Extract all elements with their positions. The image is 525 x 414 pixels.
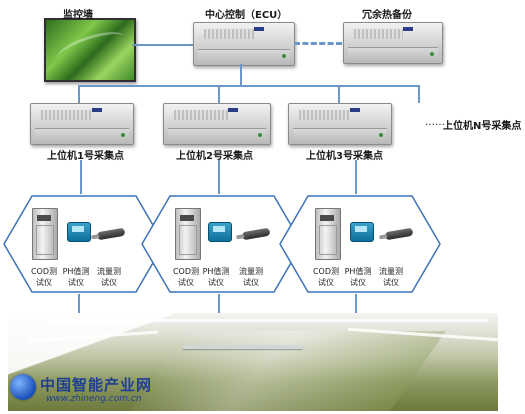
collectorN-label: 上位机N号采集点 — [443, 121, 522, 132]
link-c3-hex — [355, 160, 357, 194]
monitor-wall-image — [44, 18, 136, 82]
ph-label-1: PH值测 试仪 — [62, 267, 90, 287]
link-bus-c3 — [338, 85, 340, 103]
monitor-wall-label: 监控墙 — [63, 10, 93, 21]
backup-label: 冗余热备份 — [362, 10, 412, 21]
cod-analyzer-3 — [315, 208, 341, 260]
ph-meter-2 — [208, 222, 232, 242]
cod-analyzer-2 — [175, 208, 201, 260]
collector3-server — [288, 103, 392, 145]
link-c2-hex — [218, 160, 220, 194]
link-bus-c1 — [78, 85, 80, 103]
water-channel-photo — [8, 313, 498, 411]
flow-label-1: 流量测 试仪 — [97, 267, 121, 287]
link-c1-hex — [80, 160, 82, 194]
collector2-label: 上位机2号采集点 — [176, 151, 253, 162]
ph-meter-1 — [67, 222, 91, 242]
cod-analyzer-1 — [32, 208, 58, 260]
flow-label-2: 流量测 试仪 — [239, 267, 263, 287]
cod-label-3: COD测 试仪 — [312, 267, 340, 287]
ecu-label: 中心控制（ECU） — [205, 10, 288, 21]
flow-label-3: 流量测 试仪 — [379, 267, 403, 287]
link-ecu-bus — [240, 64, 242, 86]
link-ecu-backup — [294, 42, 342, 45]
watermark-url: www.zhineng.com.cn — [46, 394, 142, 404]
ecu-server — [193, 22, 295, 66]
cod-label-1: COD测 试仪 — [30, 267, 58, 287]
collector3-label: 上位机3号采集点 — [306, 151, 383, 162]
ellipsis-label: …… — [425, 117, 445, 128]
bus-line — [78, 85, 418, 87]
watermark-title: 中国智能产业网 — [40, 376, 153, 394]
link-wall-ecu — [132, 44, 193, 46]
zhineng-logo-icon — [10, 374, 36, 400]
ph-label-2: PH值测 试仪 — [202, 267, 230, 287]
link-hex2-channel — [218, 294, 220, 314]
ph-meter-3 — [350, 222, 374, 242]
collector1-label: 上位机1号采集点 — [47, 151, 124, 162]
link-hex1-channel — [78, 294, 80, 314]
backup-server — [343, 22, 443, 64]
cod-label-2: COD测 试仪 — [172, 267, 200, 287]
collector1-server — [30, 103, 134, 145]
link-bus-cn — [418, 85, 420, 103]
link-hex3-channel — [355, 294, 357, 314]
link-bus-c2 — [218, 85, 220, 103]
collector2-server — [163, 103, 271, 145]
ph-label-3: PH值测 试仪 — [344, 267, 372, 287]
